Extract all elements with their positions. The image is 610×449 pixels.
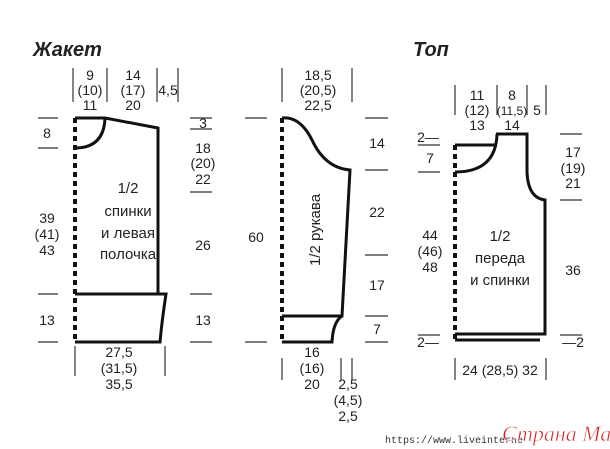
dim-label: 11 (470, 87, 485, 103)
dim-label: 24 (28,5) 32 (462, 362, 538, 378)
dim-label: 4,5 (158, 82, 178, 98)
piece-label: и спинки (470, 272, 530, 289)
watermark-logo: Страна Мам (502, 421, 610, 446)
piece-label: переда (475, 250, 526, 267)
dim-label: 26 (195, 237, 211, 253)
dim-label: 7 (426, 150, 434, 166)
dim-label: 13 (39, 312, 55, 328)
dim-label: 22 (195, 171, 211, 187)
top-outline (454, 132, 547, 342)
dim-label: 11 (83, 97, 98, 113)
piece-label: 1/2 (118, 180, 139, 197)
dim-label: 27,5 (105, 344, 132, 360)
dim-label: 36 (565, 262, 581, 278)
dim-label: 8 (508, 87, 516, 103)
dim-label: 20 (304, 376, 320, 392)
dim-label: 13 (195, 312, 211, 328)
dim-label: 18,5 (304, 67, 331, 83)
dim-label: (20,5) (300, 82, 337, 98)
jacket-schematic: Жакет 9 (10) 11 14 (17) 20 4,5 8 39 (41)… (32, 39, 215, 392)
sleeve-outline (281, 116, 352, 344)
dim-label: 5 (533, 102, 541, 118)
source-url: https://www.liveinterne (385, 435, 523, 447)
dim-label: 17 (565, 144, 581, 160)
dim-label: (46) (418, 243, 443, 259)
dim-label: 2,5 (338, 376, 358, 392)
dim-label: 21 (565, 175, 581, 191)
dim-label: 14 (504, 117, 520, 133)
dim-label: 22,5 (304, 97, 331, 113)
dim-label: 8 (43, 125, 51, 141)
sleeve-schematic: 18,5 (20,5) 22,5 60 14 22 17 7 1/2 рукав… (245, 67, 388, 424)
piece-label: полочка (100, 246, 157, 263)
dim-label: 17 (369, 277, 385, 293)
dim-label: 43 (39, 242, 55, 258)
dim-label: 44 (422, 227, 438, 243)
dim-label: 2— (417, 129, 439, 145)
piece-label: спинки (104, 203, 151, 220)
jacket-outline (74, 116, 168, 344)
dim-label: (20) (191, 155, 216, 171)
dim-label: (4,5) (334, 392, 363, 408)
top-title: Топ (413, 39, 449, 61)
piece-label: 1/2 рукава (307, 193, 324, 266)
top-schematic: Топ 11 (12) 13 8 (11,5) 14 5 2— 7 44 (46… (413, 39, 585, 380)
dim-label: —2 (562, 334, 584, 350)
dim-label: 60 (248, 229, 264, 245)
dim-label: (19) (561, 160, 586, 176)
dim-label: 35,5 (105, 376, 132, 392)
jacket-title: Жакет (32, 39, 102, 61)
dim-label: (31,5) (101, 360, 138, 376)
dim-label: (10) (78, 82, 103, 98)
dim-label: 18 (195, 140, 211, 156)
dim-label: (16) (300, 360, 325, 376)
dim-label: (12) (465, 102, 490, 118)
dim-label: 9 (86, 67, 94, 83)
dim-label: 13 (469, 117, 485, 133)
dim-label: (41) (35, 226, 60, 242)
dim-label: 2— (417, 334, 439, 350)
dim-label: 14 (125, 67, 141, 83)
dim-label: 3 (199, 115, 207, 131)
dim-label: (17) (121, 82, 146, 98)
dim-label: 14 (369, 135, 385, 151)
dim-label: 48 (422, 259, 438, 275)
dim-label: 2,5 (338, 408, 358, 424)
dim-label: 16 (304, 344, 320, 360)
dim-label: 39 (39, 210, 55, 226)
dim-label: 7 (373, 321, 381, 337)
dim-label: 22 (369, 204, 385, 220)
dim-label: 20 (125, 97, 141, 113)
dim-label: (11,5) (497, 104, 527, 118)
piece-label: и левая (101, 225, 155, 242)
piece-label: 1/2 (490, 228, 511, 245)
